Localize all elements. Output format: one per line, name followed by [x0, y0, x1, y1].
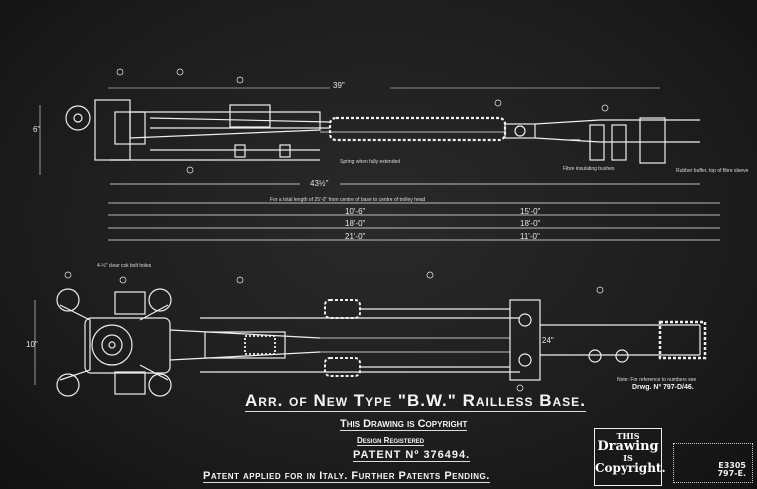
- reference-drawing: Drwg. Nº 797-D/46.: [632, 384, 694, 391]
- dim-top-length: 39": [333, 81, 345, 90]
- bolt-holes-note: 4-½" clear csk bolt holes: [97, 263, 152, 269]
- patent-number: PATENT Nº 376494.: [353, 449, 471, 462]
- rubber-note: Rubber buffer, top of fibre sleeve: [676, 168, 749, 174]
- spring-note: Spring when fully extended: [340, 159, 401, 165]
- copyright-box-line: IS: [623, 453, 633, 464]
- row-2-left: 18'-0": [345, 219, 366, 228]
- row-1-left: 10'-6": [345, 207, 366, 216]
- copyright-box-line: Copyright.: [595, 461, 666, 476]
- copyright-line: This Drawing is Copyright: [340, 418, 468, 431]
- design-registered: Design Registered: [357, 436, 425, 446]
- copyright-box-line: THIS: [616, 431, 640, 441]
- dim-side: 10": [26, 340, 38, 349]
- stamp-number: E3305: [718, 461, 746, 470]
- fibre-note: Fibre insulating bushes: [563, 166, 615, 172]
- row-2-right: 18'-0": [520, 219, 541, 228]
- side-elevation-view: [39, 87, 700, 175]
- dim-row-header: For a total length of 25'-0" from centre…: [270, 197, 426, 203]
- copyright-box-line: Drawing: [597, 439, 659, 455]
- row-3-left: 21'-0": [345, 232, 366, 241]
- spring-coil: [328, 116, 507, 142]
- dim-height: 6": [33, 125, 41, 134]
- patent-pending: Patent applied for in Italy. Further Pat…: [203, 470, 490, 483]
- dim-overall: 43½": [310, 179, 329, 188]
- dim-width: 24": [542, 336, 554, 345]
- reference-note: Note: For reference to numbers see: [617, 377, 697, 383]
- drawing-title: Arr. of New Type "B.W." Railless Base.: [245, 391, 586, 412]
- dimension-table-lines: [108, 183, 720, 241]
- copyright-box: THIS Drawing IS Copyright.: [594, 428, 666, 486]
- callout-balloons: [64, 68, 609, 392]
- row-3-right: 11'-0": [520, 232, 540, 241]
- row-1-right: 15'-0": [520, 207, 541, 216]
- plan-view: [34, 288, 707, 397]
- stamp-sub: 797-E.: [717, 469, 746, 478]
